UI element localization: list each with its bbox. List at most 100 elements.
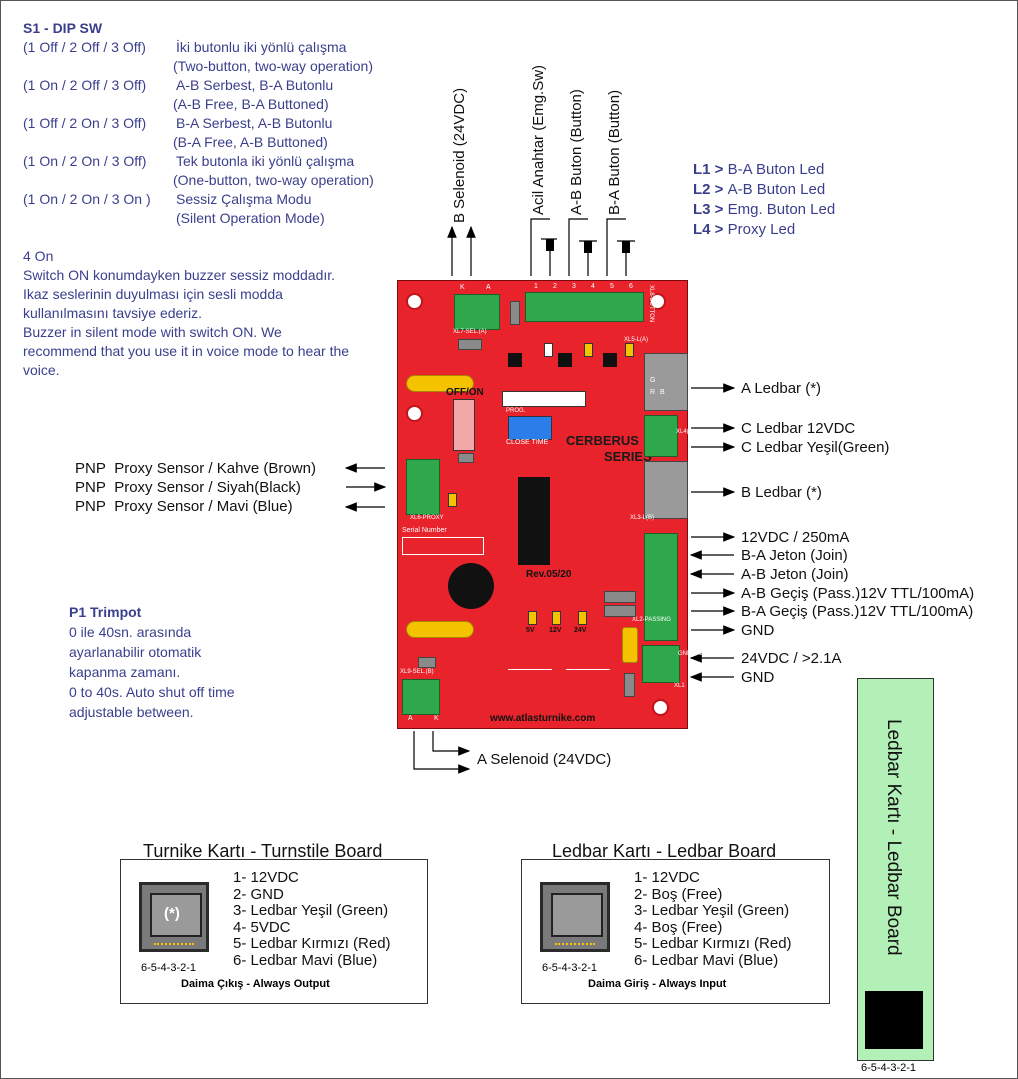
led-l4 [448, 493, 457, 507]
dip-en: (One-button, two-way operation) [173, 172, 374, 188]
trimpot-line: kapanma zamanı. [69, 664, 181, 680]
volt-label: 5V [526, 627, 535, 634]
r29-resistor [418, 657, 436, 668]
c-ledbar-12v-label: C Ledbar 12VDC [741, 420, 856, 437]
serial-label: Serial Number [402, 527, 447, 534]
trimpot-line: 0 to 40s. Auto shut off time [69, 684, 235, 700]
b-ledbar-label: B Ledbar (*) [741, 484, 822, 501]
passing-label: B-A Geçiş (Pass.)12V TTL/100mA) [741, 603, 974, 620]
proxy-label: PNP Proxy Sensor / Mavi (Blue) [75, 498, 293, 515]
pin-item: 3- Ledbar Yeşil (Green) [634, 902, 790, 919]
note-line: 4 On [23, 248, 54, 264]
buzzer-bz1 [448, 563, 494, 609]
pin-order: 6-5-4-3-2-1 [141, 962, 197, 974]
dip-cfg: (1 On / 2 On / 3 Off) [23, 153, 147, 169]
dip-cfg: (1 Off / 2 On / 3 Off) [23, 115, 147, 131]
note-line: kullanılmasını tavsiye ederiz. [23, 305, 202, 321]
r28-resistor [458, 339, 482, 350]
pin-number: 4 [591, 283, 595, 290]
led-legend-item: L3 > Emg. Buton Led [693, 201, 836, 218]
serial-box [402, 537, 484, 555]
always-input-label: Daima Giriş - Always Input [588, 978, 727, 990]
proxy-label: PNP Proxy Sensor / Siyah(Black) [75, 479, 301, 496]
always-output-label: Daima Çıkış - Always Output [181, 978, 330, 990]
pin-number: 2 [553, 283, 557, 290]
led-legend-item: L2 > A-B Buton Led [693, 181, 826, 198]
passing-label: 12VDC / 250mA [741, 529, 850, 546]
xl3-label: XL3-L(B) [630, 515, 655, 521]
pin-item: 1- 12VDC [634, 869, 700, 886]
xl8-label: XL8-BUTTON [648, 285, 654, 323]
ledbar-board-title: Ledbar Kartı - Ledbar Board [552, 841, 777, 861]
pin-number: 1 [534, 283, 538, 290]
rj12-jack-icon [540, 882, 610, 952]
power-label: GND [741, 669, 775, 686]
pin-order: 6-5-4-3-2-1 [542, 962, 598, 974]
trimpot-title: P1 Trimpot [69, 604, 142, 620]
note-line: voice. [23, 362, 60, 378]
rev-label: Rev.05/20 [526, 569, 572, 580]
xl9-connector [402, 679, 440, 715]
ledbar-card-pin-order: 6-5-4-3-2-1 [861, 1062, 917, 1074]
led-legend-item: L1 > B-A Buton Led [693, 161, 825, 178]
a-ledbar-label: A Ledbar (*) [741, 380, 822, 397]
pin-item: 2- GND [233, 885, 284, 903]
dip-en: (A-B Free, B-A Buttoned) [173, 96, 329, 112]
dip-tr: B-A Serbest, A-B Butonlu [176, 115, 333, 131]
xl5-label: XL5-L(A) [624, 337, 649, 343]
mounting-hole [406, 293, 423, 310]
ledbar-card-rj-jack [865, 991, 923, 1049]
led-l2 [584, 343, 593, 357]
pin-number: 3 [572, 283, 576, 290]
dip-switch-s1 [453, 399, 475, 451]
xl1-label: XL1 [674, 683, 685, 689]
pin-item: 5- Ledbar Kırmızı (Red) [634, 935, 792, 952]
c-ledbar-green-label: C Ledbar Yeşil(Green) [741, 439, 890, 456]
pin-item: 4- 5VDC [233, 918, 291, 936]
dip-title: S1 - DIP SW [23, 20, 103, 36]
note-line: Ikaz seslerinin duyulması için sesli mod… [23, 286, 283, 302]
xl9-label: XL9-SEL.(B) [400, 669, 434, 675]
proxy-label: PNP Proxy Sensor / Kahve (Brown) [75, 460, 316, 477]
fuse-f1 [622, 627, 638, 663]
ledbar-card-label: Ledbar Kartı - Ledbar Board [883, 719, 904, 956]
passing-label: GND [741, 622, 775, 639]
xl8-connector [525, 292, 644, 322]
dip-tr: Tek butonla iki yönlü çalışma [176, 153, 355, 169]
pcb-url: www.atlasturnike.com [490, 713, 596, 724]
r25-resistor [458, 453, 474, 463]
trimpot-line: ayarlanabilir otomatik [69, 644, 202, 660]
trimpot-line: 0 ile 40sn. arasında [69, 624, 192, 640]
series-label: CERBERUS [566, 433, 639, 448]
gnd-vcc-label: GND+VCC [678, 651, 708, 657]
turnstile-board-box: (*) 6-5-4-3-2-1 1- 12VDC 2- GND 3- Ledba… [120, 859, 428, 1004]
mounting-hole [406, 405, 423, 422]
pin-item: 6- Ledbar Mavi (Blue) [634, 951, 779, 969]
dip-tr: Sessiz Çalışma Modu [176, 191, 312, 207]
led-24v [578, 611, 587, 625]
d2-diode [510, 301, 520, 325]
pin-item: 1- 12VDC [233, 869, 299, 886]
dip-en: (B-A Free, A-B Buttoned) [173, 134, 328, 150]
pin-item: 3- Ledbar Yeşil (Green) [233, 902, 389, 919]
xl4-label: XL4(C) [676, 429, 696, 435]
d1-diode [624, 673, 635, 697]
led-legend-item: L4 > Proxy Led [693, 221, 796, 238]
dip-tr: İki butonlu iki yönlü çalışma [176, 39, 347, 55]
xl2-label: XL2-PASSING [632, 617, 671, 623]
emg-switch-label: Acil Anahtar (Emg.Sw) [530, 64, 547, 215]
note-line: Switch ON konumdayken buzzer sessiz modd… [23, 267, 336, 283]
passing-label: A-B Jeton (Join) [741, 566, 849, 583]
prog-header [502, 391, 586, 407]
mounting-hole [652, 699, 669, 716]
ic2-chip [603, 353, 617, 367]
dip-cfg: (1 On / 2 Off / 3 Off) [23, 77, 147, 93]
led-l1 [625, 343, 634, 357]
xl6-proxy-connector [406, 459, 440, 515]
off-on-label: OFF/ON [446, 387, 484, 398]
pin-number: 6 [629, 283, 633, 290]
note-line: recommend that you use it in voice mode … [23, 343, 350, 359]
pin-item: 5- Ledbar Kırmızı (Red) [233, 935, 391, 952]
turnstile-board-title: Turnike Kartı - Turnstile Board [143, 841, 383, 861]
